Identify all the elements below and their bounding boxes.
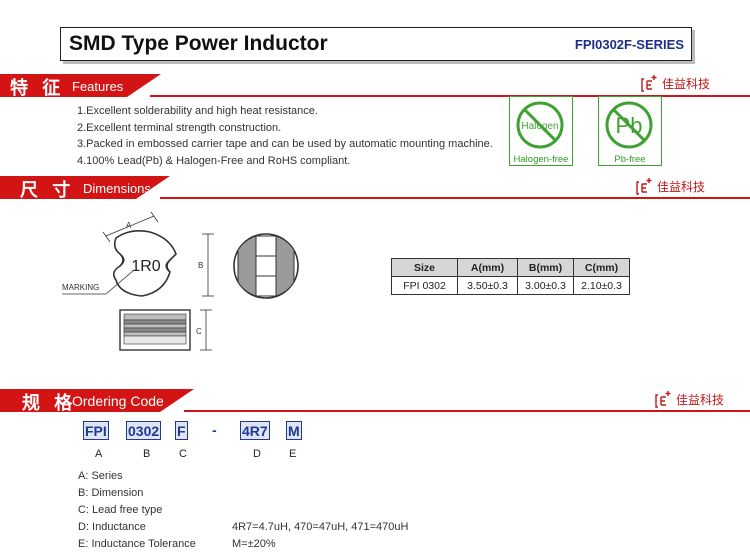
legend-value: 4R7=4.7uH, 470=47uH, 471=470uH bbox=[232, 521, 409, 533]
dimension-table: Size A(mm) B(mm) C(mm) FPI 0302 3.50±0.3… bbox=[391, 258, 630, 295]
table-cell: FPI 0302 bbox=[391, 276, 458, 295]
inductor-bottom-view-drawing bbox=[233, 233, 299, 299]
code-letter: C bbox=[179, 448, 187, 460]
pb-free-icon: Pb bbox=[605, 101, 653, 149]
table-row: FPI 0302 3.50±0.3 3.00±0.3 2.10±0.3 bbox=[391, 276, 630, 295]
table-cell: 2.10±0.3 bbox=[573, 276, 630, 295]
ordering-section-bar: 规 格 Ordering Code bbox=[0, 389, 750, 414]
features-en-title: Features bbox=[72, 79, 124, 94]
code-part-tolerance: M bbox=[286, 421, 302, 440]
header-title-box: SMD Type Power Inductor FPI0302F-SERIES bbox=[60, 27, 692, 61]
marking-text: 1R0 bbox=[131, 258, 160, 275]
code-part-series: FPI bbox=[83, 421, 109, 440]
table-header-row: Size A(mm) B(mm) C(mm) bbox=[391, 258, 630, 277]
features-cn-title: 特 征 bbox=[10, 78, 65, 99]
legend-item: E: Inductance Tolerance bbox=[78, 538, 196, 550]
inductor-top-view-drawing: 1R0 A B MARKING bbox=[62, 211, 214, 297]
pb-free-label: Pb-free bbox=[614, 154, 646, 165]
page-title: SMD Type Power Inductor bbox=[69, 32, 328, 55]
ordering-cn-title: 规 格 bbox=[22, 393, 77, 414]
dimensions-en-title: Dimensions bbox=[83, 181, 151, 196]
jiayi-logo-icon bbox=[655, 391, 671, 408]
table-cell: 3.00±0.3 bbox=[517, 276, 574, 295]
table-header: C(mm) bbox=[573, 258, 630, 277]
table-header: A(mm) bbox=[457, 258, 518, 277]
table-header: Size bbox=[391, 258, 458, 277]
code-separator: - bbox=[212, 422, 217, 438]
features-section-bar: 特 征 Features bbox=[0, 74, 750, 99]
code-part-dimension: 0302 bbox=[126, 421, 162, 440]
inductor-side-view-drawing: C bbox=[119, 309, 212, 351]
brand-name: 佳益科技 bbox=[662, 76, 711, 91]
feature-item: 1.Excellent solderability and high heat … bbox=[77, 105, 318, 117]
series-label: FPI0302F-SERIES bbox=[574, 37, 684, 52]
code-part-inductance: 4R7 bbox=[240, 421, 270, 440]
legend-item: B: Dimension bbox=[78, 487, 144, 499]
brand-name: 佳益科技 bbox=[657, 179, 706, 194]
code-letter: A bbox=[95, 448, 103, 460]
code-letter: D bbox=[253, 448, 261, 460]
dimensions-cn-title: 尺 寸 bbox=[20, 180, 75, 201]
brand-dimensions: 佳益科技 bbox=[636, 177, 705, 195]
ordering-en-title: Ordering Code bbox=[72, 393, 164, 409]
features-list: 1.Excellent solderability and high heat … bbox=[77, 103, 493, 169]
marking-label: MARKING bbox=[62, 283, 99, 292]
dim-b-label: B bbox=[198, 261, 203, 270]
brand-name: 佳益科技 bbox=[676, 392, 725, 407]
dim-c-label: C bbox=[196, 327, 202, 336]
feature-item: 3.Packed in embossed carrier tape and ca… bbox=[77, 138, 493, 150]
feature-item: 2.Excellent terminal strength constructi… bbox=[77, 121, 282, 134]
svg-text:Halogen: Halogen bbox=[521, 121, 558, 132]
table-cell: 3.50±0.3 bbox=[457, 276, 518, 295]
code-letter: E bbox=[289, 448, 297, 460]
brand-ordering: 佳益科技 bbox=[655, 390, 724, 408]
jiayi-logo-icon bbox=[641, 75, 657, 92]
code-letter: B bbox=[143, 448, 151, 460]
dimensions-section-bar: 尺 寸 Dimensions bbox=[0, 176, 750, 201]
legend-item: C: Lead free type bbox=[78, 504, 163, 516]
halogen-free-label: Halogen-free bbox=[513, 154, 569, 165]
feature-item: 4.100% Lead(Pb) & Halogen-Free and RoHS … bbox=[77, 154, 351, 167]
halogen-free-badge: Halogen Halogen-free bbox=[509, 96, 573, 166]
pb-free-badge: Pb Pb-free bbox=[598, 96, 662, 166]
halogen-free-icon: Halogen bbox=[516, 101, 564, 149]
legend-item: D: Inductance bbox=[78, 521, 146, 533]
jiayi-logo-icon bbox=[636, 178, 652, 195]
table-header: B(mm) bbox=[517, 258, 574, 277]
brand-features: 佳益科技 bbox=[641, 74, 710, 92]
dim-a-label: A bbox=[126, 221, 132, 230]
legend-value: M=±20% bbox=[232, 538, 276, 550]
code-part-lead-free: F bbox=[175, 421, 188, 440]
legend-item: A: Series bbox=[78, 470, 123, 482]
